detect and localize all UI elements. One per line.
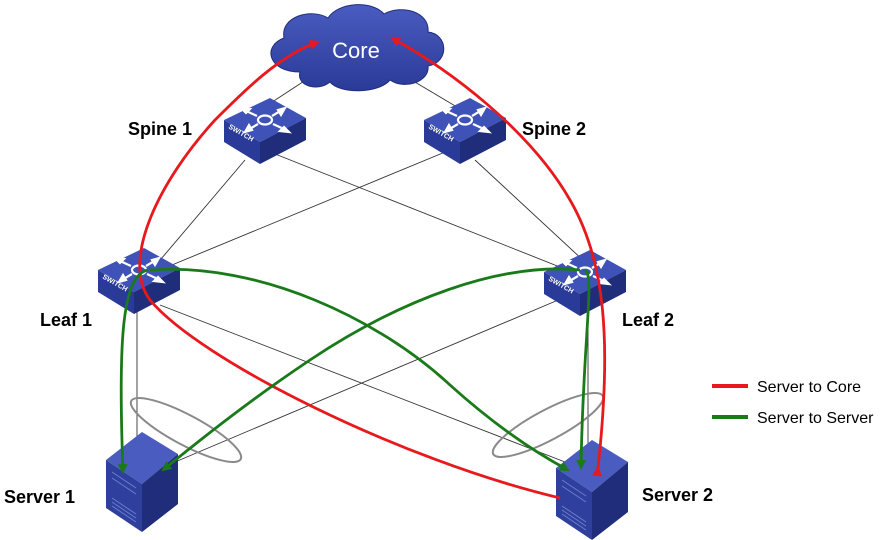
link-spine1-leaf1	[149, 159, 246, 273]
legend-item-server-to-core: Server to Core	[712, 379, 861, 396]
spine1-label: Spine 1	[128, 119, 192, 139]
flow-leaf1-to-server2	[149, 267, 570, 472]
flow-leaf2-to-server2	[576, 268, 591, 470]
server2	[556, 440, 628, 540]
link-leaf2-server1	[174, 294, 571, 463]
flow-leaf2-to-server1	[161, 267, 581, 472]
legend: Server to Core Server to Server	[712, 379, 874, 427]
spine2-label: Spine 2	[522, 119, 586, 139]
lag-ring-server1	[129, 397, 243, 463]
flow-server2-to-core-right	[390, 36, 607, 477]
leaf2-switch: SWITCH	[544, 250, 626, 316]
legend-label: Server to Core	[757, 379, 861, 396]
server-to-core-flows	[138, 36, 607, 500]
server1-label: Server 1	[4, 487, 75, 507]
server-to-server-flows	[117, 267, 591, 474]
spine1-switch: SWITCH	[224, 98, 306, 164]
link-spine1-leaf2	[264, 149, 581, 276]
link-spine2-leaf2	[474, 159, 586, 263]
flow-server2-to-core-left	[138, 39, 561, 500]
core-label: Core	[332, 38, 380, 63]
core-cloud: Core	[270, 4, 445, 92]
legend-item-server-to-server: Server to Server	[712, 410, 874, 427]
flow-leaf1-to-server1	[117, 268, 149, 474]
server1	[106, 432, 178, 532]
leaf1-label: Leaf 1	[40, 310, 92, 330]
lag-rings	[129, 392, 605, 463]
server2-label: Server 2	[642, 485, 713, 505]
spine2-switch: SWITCH	[424, 98, 506, 164]
legend-label: Server to Server	[757, 410, 874, 427]
link-spine2-leaf1	[154, 149, 451, 273]
switch-arrows-icon	[238, 106, 292, 134]
leaf2-label: Leaf 2	[622, 310, 674, 330]
